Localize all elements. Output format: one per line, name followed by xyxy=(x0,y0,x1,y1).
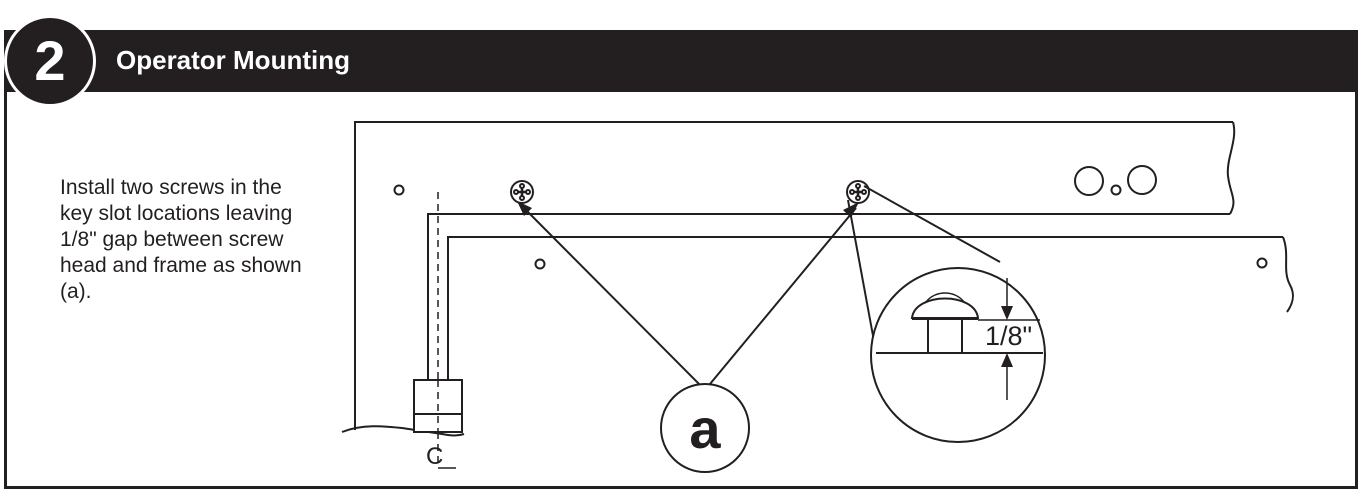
rail-lower-edge xyxy=(447,236,1283,380)
step-number-badge: 2 xyxy=(4,15,96,107)
small-hole xyxy=(1110,184,1122,196)
callout-letter: a xyxy=(689,397,721,460)
screw-right xyxy=(846,180,870,204)
instruction-text: Install two screws in the key slot locat… xyxy=(60,176,302,303)
arrowhead-left xyxy=(517,201,532,216)
small-hole xyxy=(1256,257,1268,269)
large-hole xyxy=(1074,166,1104,196)
centerline-symbol: C xyxy=(426,443,443,470)
detail-magnifier xyxy=(870,267,1046,443)
magnified-screw-head xyxy=(910,292,980,353)
magnifier-connector-lower xyxy=(847,199,877,353)
header-rail-outline xyxy=(354,121,1233,430)
arrowhead-right xyxy=(843,202,859,218)
gap-dimension-label: 1/8" xyxy=(985,321,1032,351)
callout-circle xyxy=(660,383,750,473)
magnifier-connector-upper xyxy=(863,185,1001,263)
rail-break-right xyxy=(1282,236,1295,313)
leader-line-right xyxy=(704,207,857,391)
small-hole xyxy=(393,184,405,196)
rail-upper-edge xyxy=(427,213,1230,380)
screw-left xyxy=(510,180,534,204)
small-hole xyxy=(534,258,546,270)
header-rail-break xyxy=(1226,121,1236,215)
large-hole xyxy=(1127,165,1157,195)
step-header-bar xyxy=(4,30,1358,92)
leader-line-left xyxy=(521,205,706,391)
step-title: Operator Mounting xyxy=(116,45,350,75)
